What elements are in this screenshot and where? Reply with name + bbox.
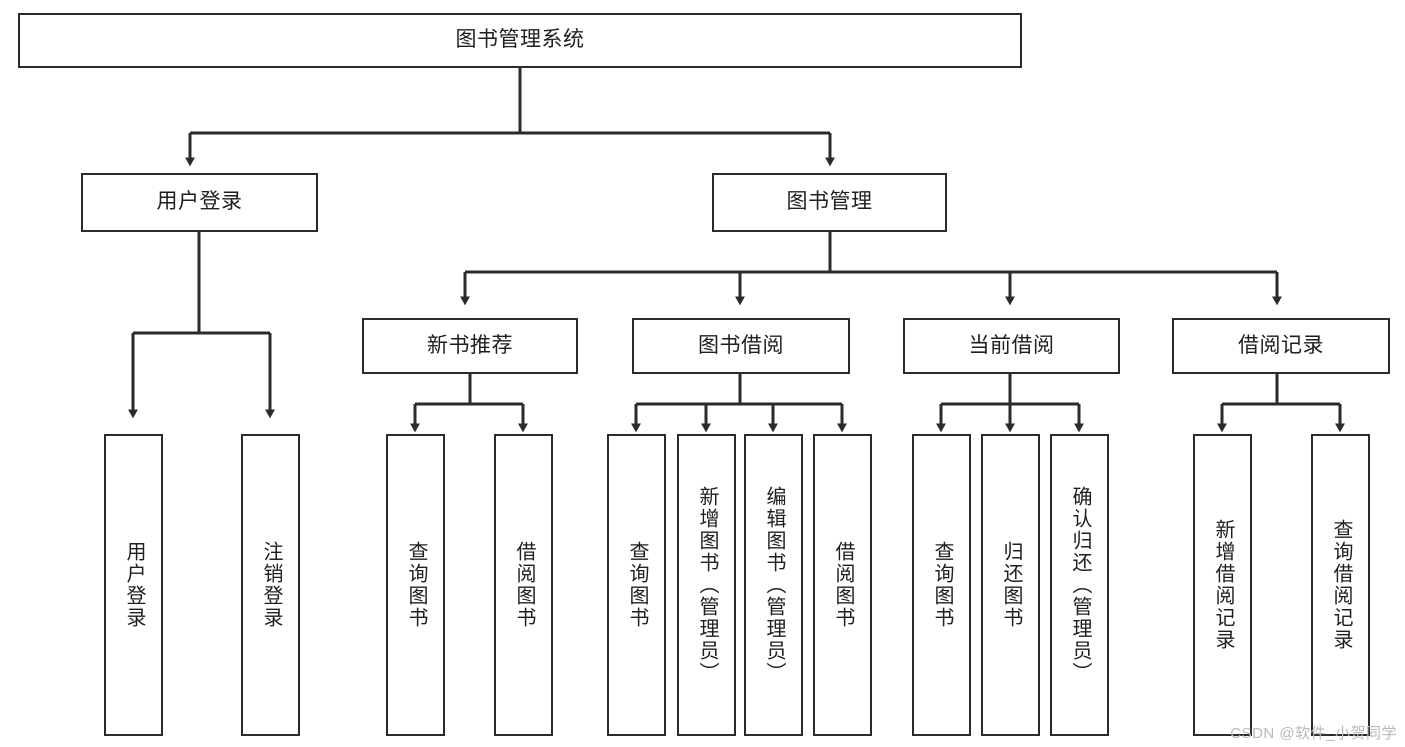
node-label: 查询图书 bbox=[405, 541, 427, 629]
node-leaf-query-borrow-record[interactable]: 查询借阅记录 bbox=[1311, 434, 1370, 736]
node-label: 图书管理 bbox=[786, 190, 873, 214]
node-leaf-query-book-current[interactable]: 查询图书 bbox=[912, 434, 971, 736]
node-label: 新增借阅记录 bbox=[1212, 519, 1234, 651]
node-current-borrow[interactable]: 当前借阅 bbox=[903, 318, 1120, 374]
node-label: 借阅图书 bbox=[513, 541, 535, 629]
node-book-management[interactable]: 图书管理 bbox=[712, 173, 947, 232]
node-new-book-recommend[interactable]: 新书推荐 bbox=[362, 318, 578, 374]
node-leaf-return-book[interactable]: 归还图书 bbox=[981, 434, 1040, 736]
node-user-login[interactable]: 用户登录 bbox=[81, 173, 318, 232]
node-label: 新增图书（管理员） bbox=[696, 486, 718, 684]
node-leaf-edit-book-admin[interactable]: 编辑图书（管理员） bbox=[744, 434, 803, 736]
node-leaf-query-book-borrow[interactable]: 查询图书 bbox=[607, 434, 666, 736]
node-leaf-query-book-recommend[interactable]: 查询图书 bbox=[386, 434, 445, 736]
node-label: 查询图书 bbox=[626, 541, 648, 629]
node-leaf-borrow-book-recommend[interactable]: 借阅图书 bbox=[494, 434, 553, 736]
node-label: 图书借阅 bbox=[698, 333, 784, 357]
node-leaf-add-borrow-record[interactable]: 新增借阅记录 bbox=[1193, 434, 1252, 736]
node-label: 归还图书 bbox=[1000, 541, 1022, 629]
node-label: 借阅记录 bbox=[1238, 333, 1324, 357]
node-label: 用户登录 bbox=[156, 190, 243, 214]
node-label: 新书推荐 bbox=[427, 333, 513, 357]
node-book-borrow[interactable]: 图书借阅 bbox=[632, 318, 850, 374]
node-leaf-logout-login[interactable]: 注销登录 bbox=[241, 434, 300, 736]
node-label: 用户登录 bbox=[123, 541, 145, 629]
node-label: 图书管理系统 bbox=[455, 28, 585, 52]
node-label: 查询借阅记录 bbox=[1330, 519, 1352, 651]
node-leaf-user-login[interactable]: 用户登录 bbox=[104, 434, 163, 736]
watermark-text: CSDN @软件_小贺同学 bbox=[1230, 725, 1397, 742]
node-leaf-confirm-return-admin[interactable]: 确认归还（管理员） bbox=[1050, 434, 1109, 736]
node-label: 编辑图书（管理员） bbox=[763, 486, 785, 684]
node-leaf-add-book-admin[interactable]: 新增图书（管理员） bbox=[677, 434, 736, 736]
node-borrow-record[interactable]: 借阅记录 bbox=[1172, 318, 1390, 374]
node-label: 当前借阅 bbox=[968, 333, 1055, 357]
node-leaf-borrow-book[interactable]: 借阅图书 bbox=[813, 434, 872, 736]
node-label: 确认归还（管理员） bbox=[1069, 486, 1091, 684]
node-root-book-management-system[interactable]: 图书管理系统 bbox=[18, 13, 1022, 68]
node-label: 查询图书 bbox=[931, 541, 953, 629]
node-label: 借阅图书 bbox=[832, 541, 854, 629]
node-label: 注销登录 bbox=[260, 541, 282, 629]
